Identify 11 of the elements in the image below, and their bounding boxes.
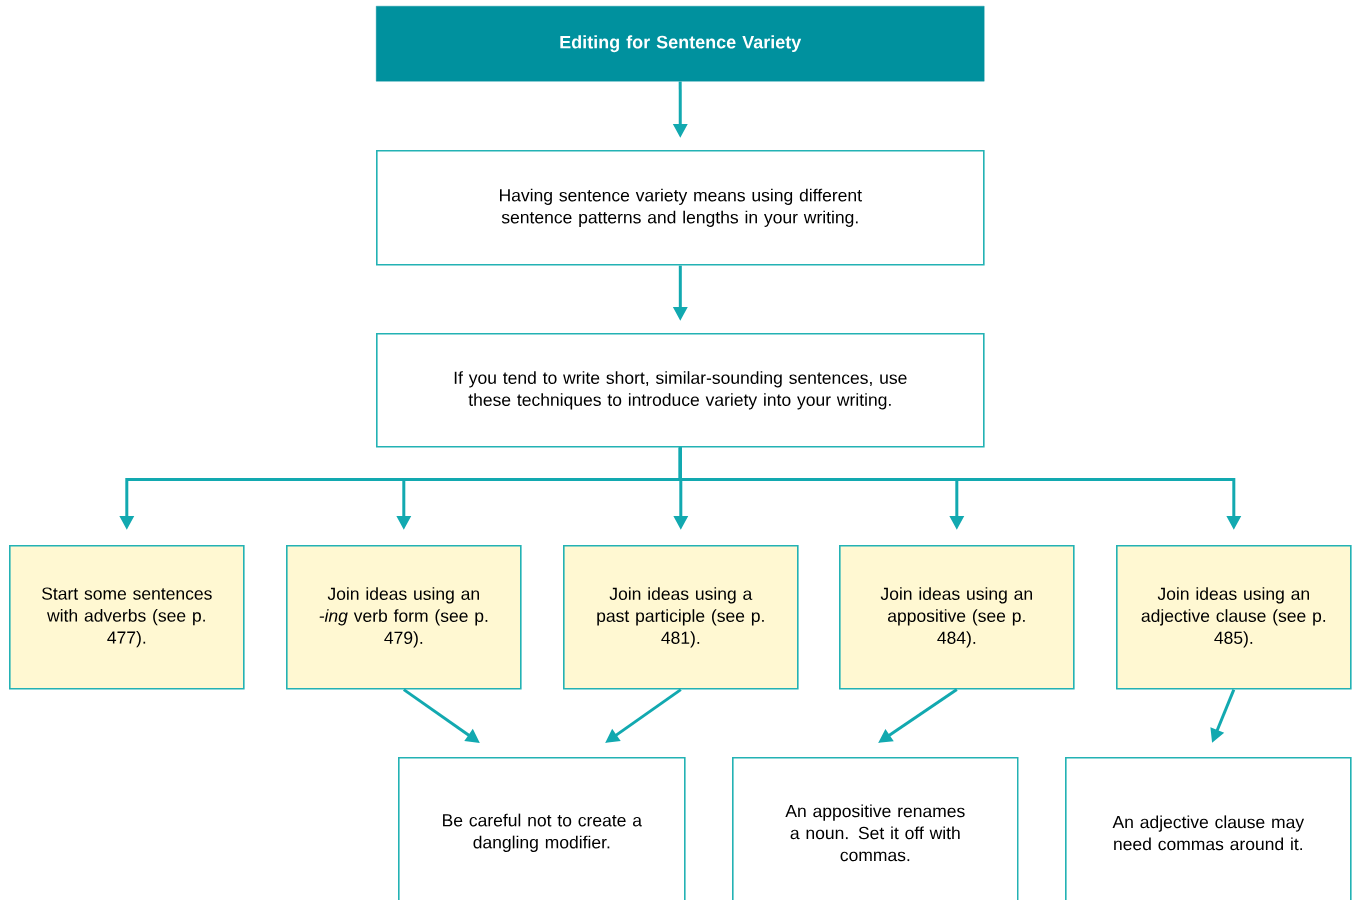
text-box: If you tend to write short, similar-sounding sentences, use these techniques to introduce variety into your writing.: [376, 333, 985, 448]
text-box: An adjective clause may need commas around it.: [1065, 757, 1352, 900]
title-box: Editing for Sentence Variety: [376, 6, 985, 82]
text-box: An appositive renames a noun. Set it off with commas.: [732, 757, 1019, 900]
technique-box: Join ideas using an appositive (see p. 484).: [839, 545, 1075, 690]
technique-box: Join ideas using an adjective clause (see p. 485).: [1116, 545, 1352, 690]
technique-box: Join ideas using a past participle (see p. 481).: [563, 545, 799, 690]
technique-box: Join ideas using an -ing verb form (see p. 479).: [286, 545, 522, 690]
text-box: Be careful not to create a dangling modifier.: [398, 757, 686, 900]
text-box: Having sentence variety means using different sentence patterns and lengths in your writing.: [376, 150, 985, 266]
technique-box: Start some sentences with adverbs (see p. 477).: [9, 545, 245, 690]
